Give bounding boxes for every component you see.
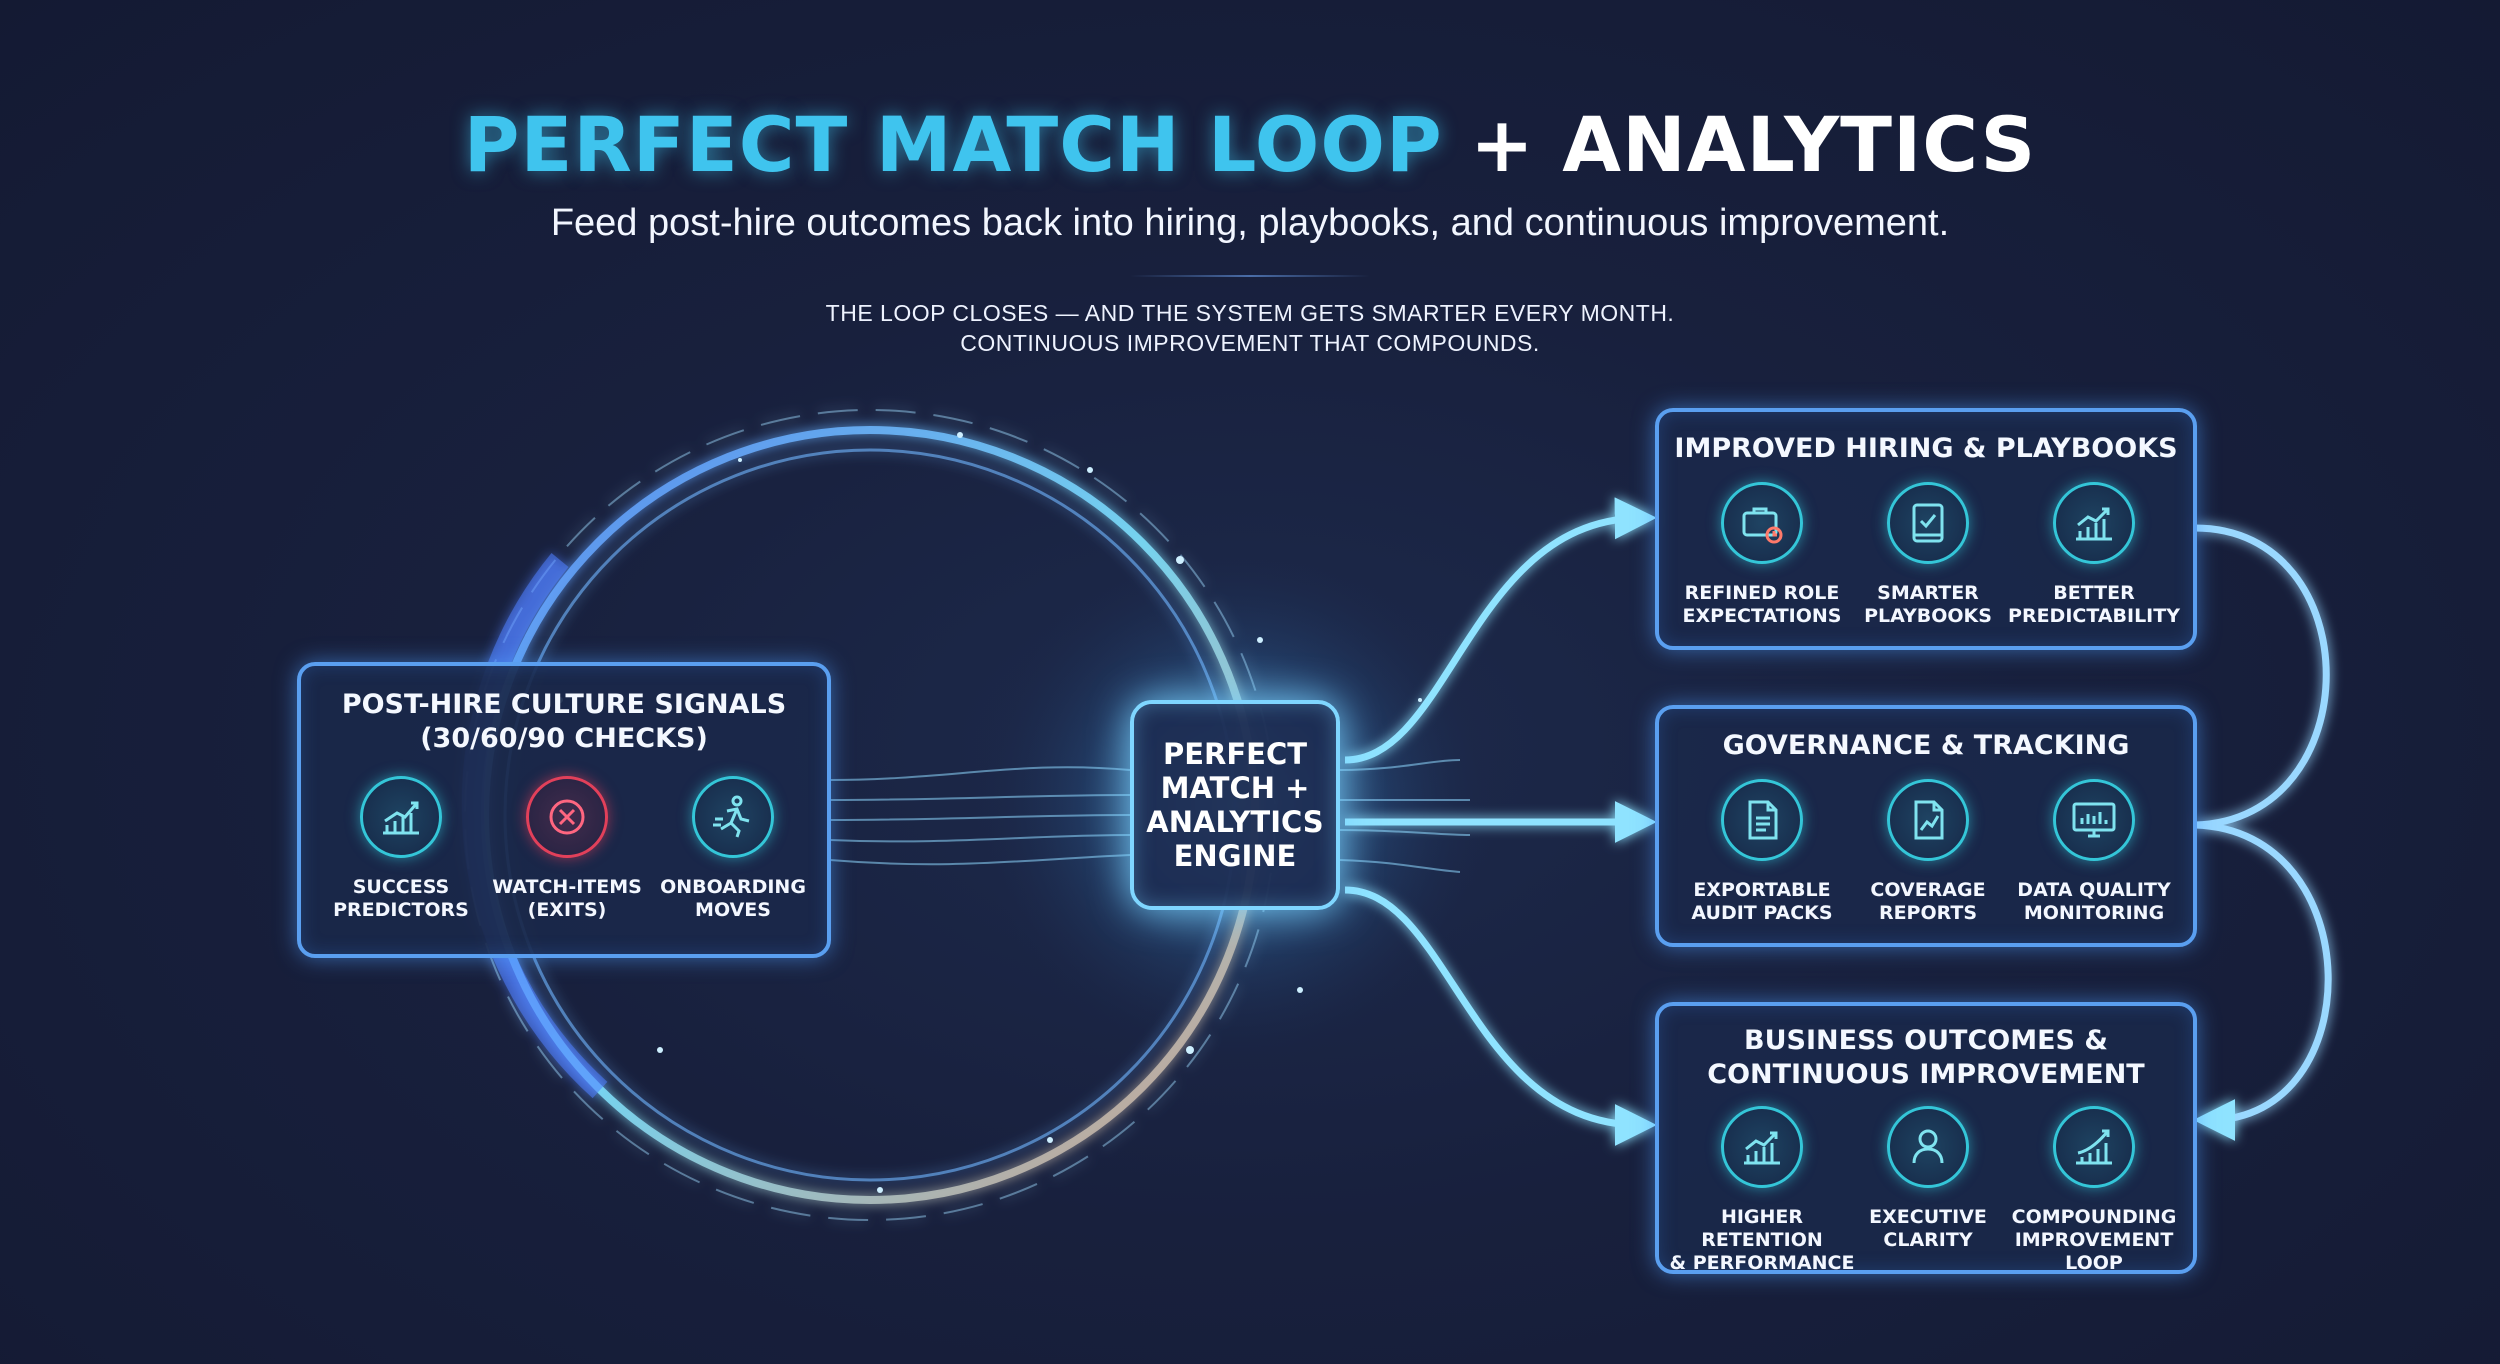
hiring-title: IMPROVED HIRING & PLAYBOOKS [1674, 433, 2178, 464]
outcome-item-label-line-1: COMPOUNDING [2011, 1206, 2177, 1228]
connector-arrows [1344, 497, 1657, 1146]
x-circle-icon [526, 776, 608, 858]
post-hire-signals-panel: POST-HIRE CULTURE SIGNALS (30/60/90 CHEC… [297, 662, 831, 958]
improved-hiring-panel: IMPROVED HIRING & PLAYBOOKS REFINED ROLE… [1655, 408, 2197, 650]
signals-title-line-1: POST-HIRE CULTURE SIGNALS [341, 689, 787, 720]
governance-item-label-line-2: MONITORING [2023, 902, 2165, 924]
governance-item-label-line-2: REPORTS [1878, 902, 1978, 924]
governance-item-coverage-reports: COVERAGE REPORTS [1828, 779, 2028, 925]
page-subtitle: Feed post-hire outcomes back into hiring… [550, 202, 1950, 244]
governance-title: GOVERNANCE & TRACKING [1722, 730, 2130, 761]
person-icon [1887, 1106, 1969, 1188]
sparkles [557, 432, 1422, 1193]
engine-label-line-1: PERFECT [1162, 737, 1308, 771]
governance-item-label-line-1: COVERAGE [1870, 879, 1986, 901]
signal-item-onboarding-moves: ONBOARDING MOVES [633, 776, 833, 922]
signal-item-label-line-1: WATCH-ITEMS [492, 876, 642, 898]
signal-item-label-line-1: SUCCESS [352, 876, 450, 898]
runner-icon [692, 776, 774, 858]
outcome-item-compounding-loop: COMPOUNDING IMPROVEMENT LOOP [1994, 1106, 2194, 1275]
governance-item-label-line-1: DATA QUALITY [2017, 879, 2171, 901]
outcome-item-label-line-2: CLARITY [1883, 1229, 1973, 1251]
signal-item-label-line-1: ONBOARDING [660, 876, 806, 898]
governance-item-label-line-1: EXPORTABLE [1693, 879, 1831, 901]
business-outcomes-panel: BUSINESS OUTCOMES & CONTINUOUS IMPROVEME… [1655, 1002, 2197, 1274]
growth-chart-icon [360, 776, 442, 858]
signal-item-label-line-2: MOVES [695, 899, 771, 921]
data-streams [829, 759, 1471, 873]
hiring-item-refined-role: REFINED ROLE EXPECTATIONS [1662, 482, 1862, 628]
title-main: PERFECT MATCH LOOP [463, 100, 1443, 189]
monitor-chart-icon [2053, 779, 2135, 861]
signal-item-watch-items: WATCH-ITEMS (EXITS) [467, 776, 667, 922]
governance-panel: GOVERNANCE & TRACKING EXPORTABLE AUDIT P… [1655, 705, 2197, 947]
signal-item-label-line-2: (EXITS) [527, 899, 607, 921]
feedback-loop-arrows [2193, 524, 2332, 1141]
engine-label-line-4: ENGINE [1173, 839, 1297, 873]
report-document-icon [1887, 779, 1969, 861]
tagline-line-2: CONTINUOUS IMPROVEMENT THAT COMPOUNDS. [960, 330, 1540, 356]
title-suffix: + ANALYTICS [1470, 100, 2037, 189]
engine-label-line-2: MATCH + [1160, 771, 1310, 805]
tagline: THE LOOP CLOSES — AND THE SYSTEM GETS SM… [0, 298, 2500, 358]
outcomes-title-line-1: BUSINESS OUTCOMES & [1744, 1025, 2108, 1056]
header-divider [1130, 275, 1370, 277]
governance-item-label-line-2: AUDIT PACKS [1691, 902, 1833, 924]
governance-item-audit-packs: EXPORTABLE AUDIT PACKS [1662, 779, 1862, 925]
outcome-item-label-line-1: EXECUTIVE [1869, 1206, 1987, 1228]
hiring-item-label-line-1: REFINED ROLE [1684, 582, 1840, 604]
hiring-item-label-line-1: SMARTER [1877, 582, 1979, 604]
outcome-item-label-line-2: & PERFORMANCE [1669, 1252, 1855, 1274]
compounding-chart-icon [2053, 1106, 2135, 1188]
outcomes-title-line-2: CONTINUOUS IMPROVEMENT [1707, 1059, 2145, 1090]
outcome-item-label-line-2: IMPROVEMENT LOOP [2014, 1229, 2174, 1274]
outcome-item-label-line-1: HIGHER RETENTION [1701, 1206, 1823, 1251]
tagline-line-1: THE LOOP CLOSES — AND THE SYSTEM GETS SM… [825, 300, 1675, 326]
hiring-item-label-line-2: PREDICTABILITY [2008, 605, 2180, 627]
hiring-item-label-line-2: PLAYBOOKS [1864, 605, 1992, 627]
signals-title-line-2: (30/60/90 CHECKS) [420, 723, 708, 754]
engine-label-line-3: ANALYTICS [1146, 805, 1324, 839]
signal-item-label-line-2: PREDICTORS [333, 899, 469, 921]
hiring-item-label-line-2: EXPECTATIONS [1682, 605, 1842, 627]
checkbook-icon [1887, 482, 1969, 564]
page-title: PERFECT MATCH LOOP + ANALYTICS [0, 100, 2500, 189]
outcome-item-higher-retention: HIGHER RETENTION & PERFORMANCE [1662, 1106, 1862, 1275]
hiring-item-better-predictability: BETTER PREDICTABILITY [1994, 482, 2194, 628]
rising-chart-icon [2053, 482, 2135, 564]
outcome-item-executive-clarity: EXECUTIVE CLARITY [1828, 1106, 2028, 1252]
growth-chart-icon [1721, 1106, 1803, 1188]
signal-item-success-predictors: SUCCESS PREDICTORS [301, 776, 501, 922]
governance-item-data-quality: DATA QUALITY MONITORING [1994, 779, 2194, 925]
analytics-engine-core: PERFECT MATCH + ANALYTICS ENGINE [1130, 700, 1340, 910]
hiring-item-label-line-1: BETTER [2053, 582, 2135, 604]
hiring-item-smarter-playbooks: SMARTER PLAYBOOKS [1828, 482, 2028, 628]
audit-document-icon [1721, 779, 1803, 861]
briefcase-clock-icon [1721, 482, 1803, 564]
